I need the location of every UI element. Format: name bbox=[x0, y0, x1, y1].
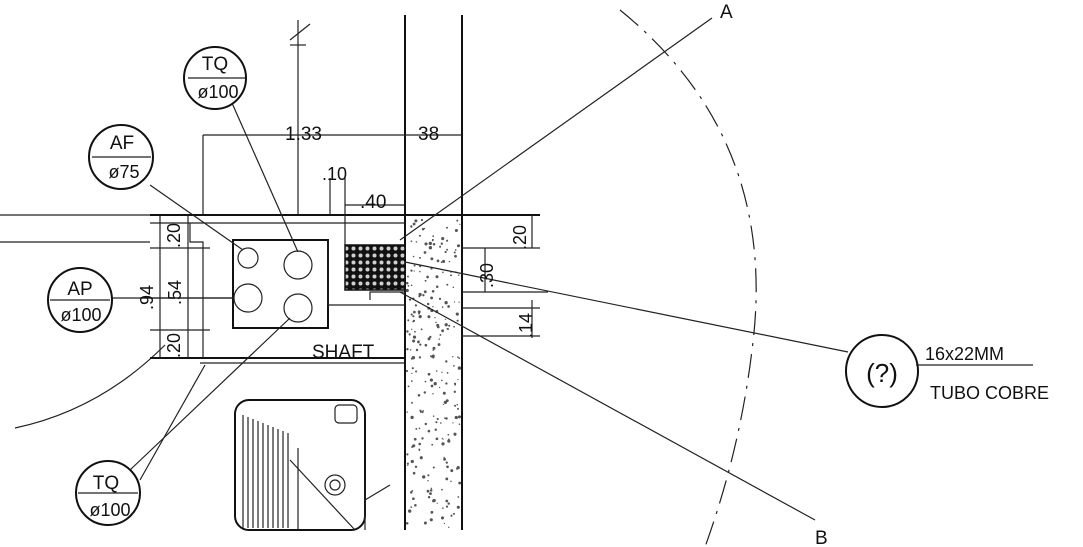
pipe-tq-bottom bbox=[283, 293, 313, 323]
dashdot-arc bbox=[619, 9, 757, 547]
fixture-line-2 bbox=[289, 459, 356, 531]
dim-094: .94 bbox=[137, 285, 157, 310]
fixture-drain-outer bbox=[324, 474, 346, 496]
copper-tube-block bbox=[344, 244, 406, 291]
tag-tq-bottom-code: TQ bbox=[93, 473, 119, 494]
leader-tq-bottom bbox=[129, 317, 291, 471]
section-label-a: A bbox=[720, 2, 733, 23]
dim-040: .40 bbox=[360, 192, 386, 213]
tag-tq-top-code: TQ bbox=[202, 54, 228, 75]
tag-pipe-size: 16x22MM bbox=[925, 344, 1004, 364]
dim-020-left-top: .20 bbox=[164, 223, 184, 248]
tag-pipe-circle bbox=[845, 334, 919, 408]
section-label-b: B bbox=[815, 528, 828, 547]
left-wall-stub bbox=[189, 223, 204, 358]
tag-af-circle bbox=[88, 124, 154, 190]
tag-af-diameter: ø75 bbox=[108, 162, 139, 182]
dim-030: .30 bbox=[477, 263, 497, 288]
tag-tq-top-circle bbox=[183, 46, 247, 110]
leader-tq-top bbox=[231, 102, 299, 253]
fixture-drain-inner bbox=[329, 479, 341, 491]
tag-tq-bottom-circle bbox=[75, 460, 141, 526]
fixture-box bbox=[234, 399, 366, 531]
dim-014: .14 bbox=[516, 313, 536, 338]
tag-ap-diameter: ø100 bbox=[60, 305, 101, 325]
shaft-inner-line bbox=[327, 240, 405, 306]
dim-133: 1.33 bbox=[285, 124, 322, 145]
tag-ap-code: AP bbox=[67, 279, 92, 300]
fixture-ribs bbox=[242, 415, 289, 528]
tag-pipe-code: (?) bbox=[866, 358, 898, 388]
pipe-tq-top bbox=[283, 250, 313, 280]
dim-054: .54 bbox=[165, 280, 185, 305]
leader-af bbox=[149, 184, 244, 251]
tag-pipe-material: TUBO COBRE bbox=[930, 383, 1049, 403]
break-mark bbox=[289, 23, 311, 41]
fixture-knob bbox=[334, 404, 358, 424]
dim-020-left-bottom: .20 bbox=[164, 333, 184, 358]
tube-small-line bbox=[369, 291, 405, 300]
leader-to-pipe-tag bbox=[404, 261, 849, 353]
tag-tq-top-diameter: ø100 bbox=[197, 82, 238, 102]
dim-010: .10 bbox=[322, 164, 347, 184]
tag-ap-circle bbox=[47, 267, 113, 333]
tag-af-code: AF bbox=[110, 133, 134, 154]
pipe-ap bbox=[233, 283, 263, 313]
section-line-a bbox=[399, 17, 713, 241]
dim-020-right: .20 bbox=[510, 225, 530, 250]
pipe-af bbox=[237, 247, 259, 269]
fixture-line-4 bbox=[364, 484, 391, 501]
dim-038: 38 bbox=[418, 124, 439, 145]
concrete-fill bbox=[405, 218, 462, 529]
section-line-b bbox=[399, 291, 816, 521]
shaft-label: SHAFT bbox=[312, 342, 375, 363]
leader-tq-bottom-2 bbox=[139, 364, 206, 481]
tag-tq-bottom-diameter: ø100 bbox=[89, 500, 130, 520]
left-arc bbox=[14, 344, 166, 429]
